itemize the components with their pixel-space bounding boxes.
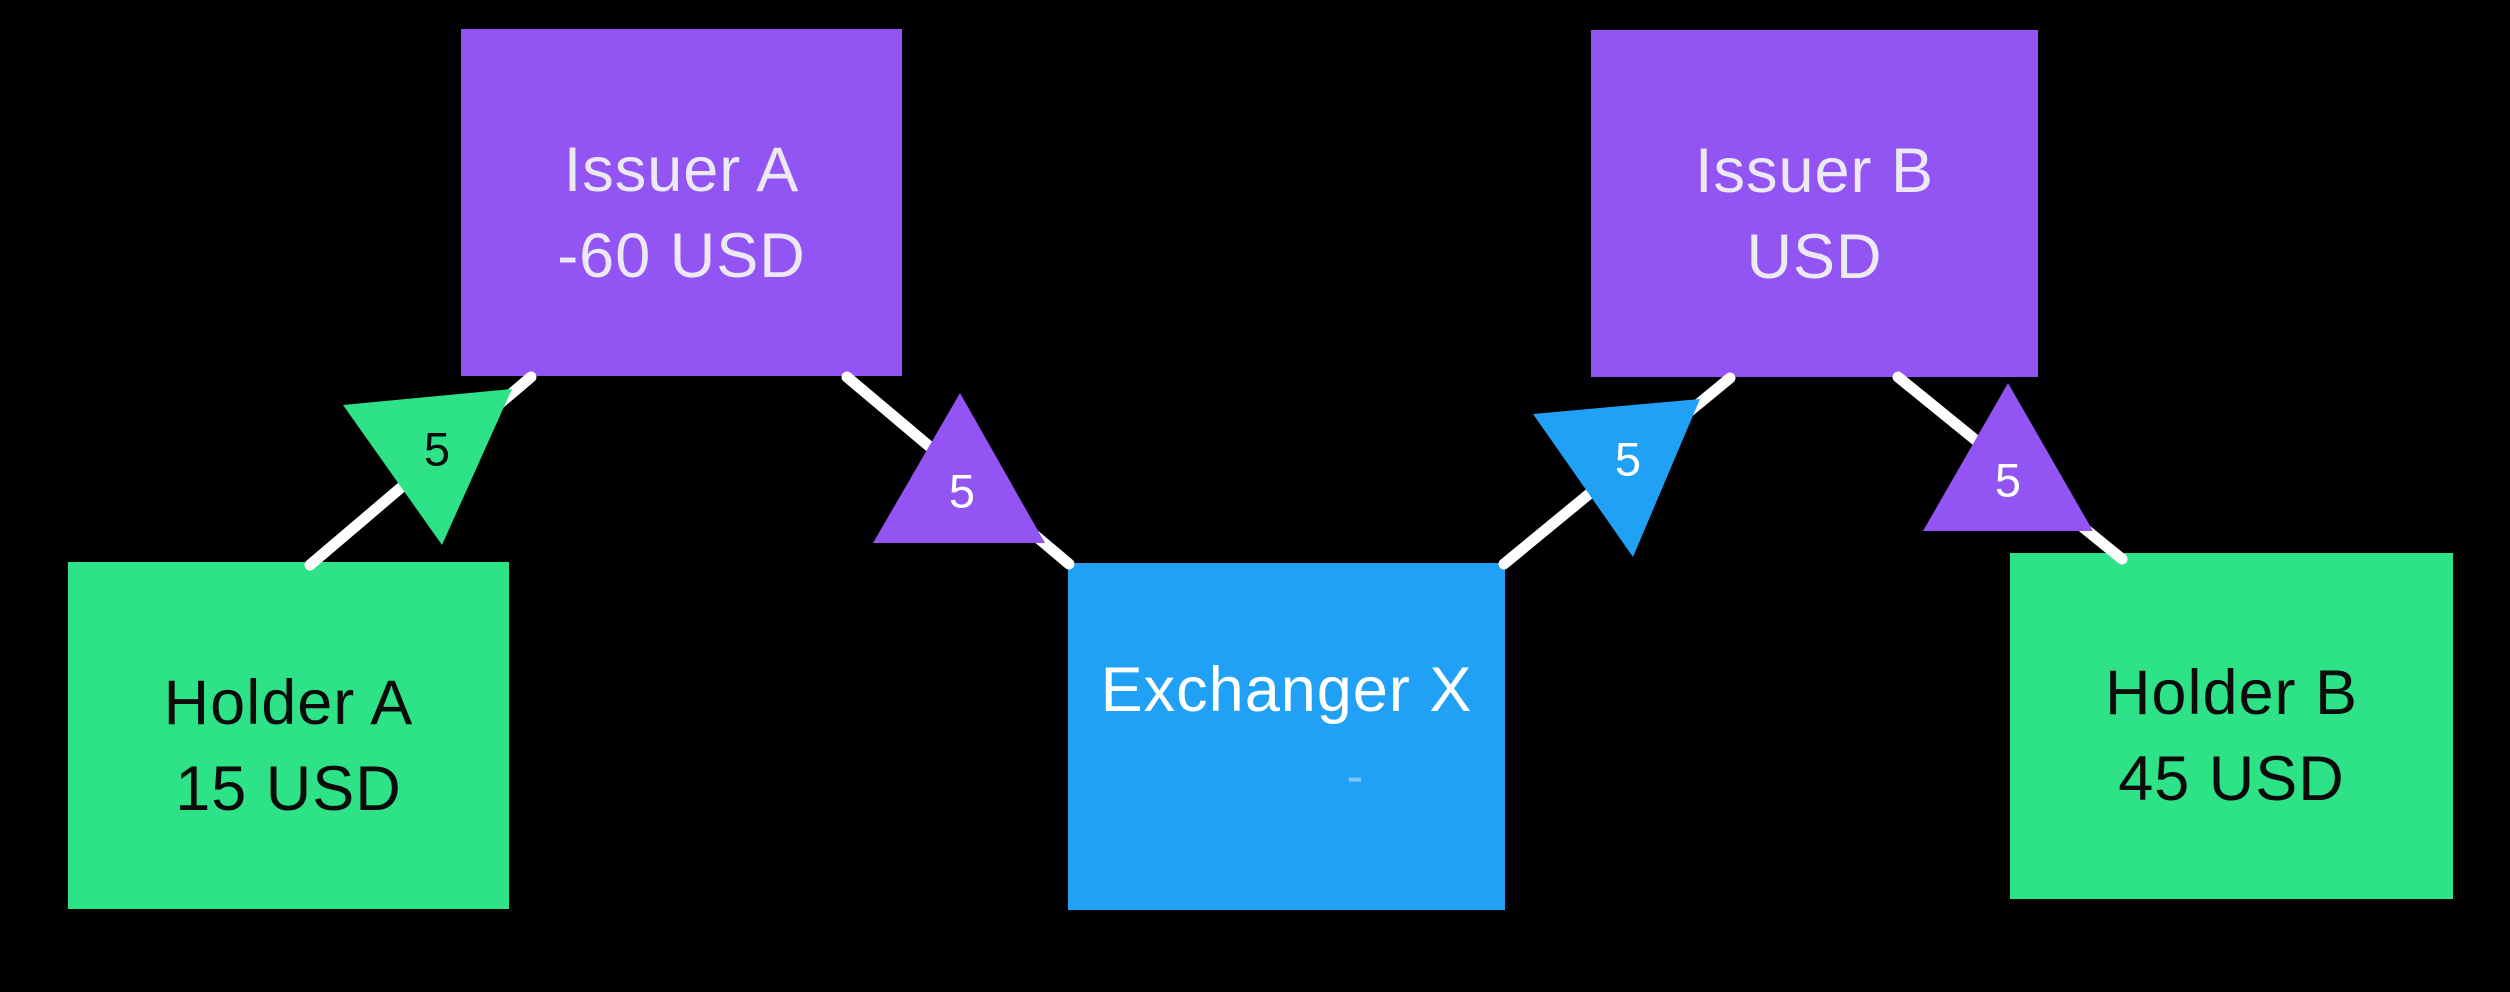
node-holder-a-balance: 15 USD — [175, 753, 402, 824]
edge-holder-a-issuer-a[interactable] — [304, 371, 537, 571]
edge-weight-issuer-a-exchanger-x: 5 — [949, 465, 975, 518]
node-holder-a-name: Holder A — [163, 667, 414, 738]
node-issuer-a-label: Issuer A -60 USD — [557, 127, 806, 299]
node-issuer-b-label: Issuer B USD — [1695, 128, 1934, 300]
node-issuer-a[interactable]: Issuer A -60 USD — [461, 29, 902, 376]
node-exchanger-x-name: Exchanger X — [1100, 654, 1473, 725]
node-holder-b-name: Holder B — [2104, 658, 2359, 728]
node-issuer-b-balance: USD — [1746, 221, 1883, 292]
arrowhead-holder-a-issuer-a[interactable] — [343, 389, 512, 545]
edge-exchanger-x-issuer-b[interactable] — [1498, 372, 1736, 570]
node-exchanger-x-label: Exchanger X - — [1101, 647, 1473, 819]
node-exchanger-x[interactable]: Exchanger X - — [1068, 563, 1505, 910]
node-exchanger-x-sub: - — [1346, 747, 1365, 804]
node-holder-b[interactable]: Holder B 45 USD — [2010, 553, 2453, 899]
arrowhead-issuer-a-exchanger-x[interactable] — [873, 393, 1045, 543]
edge-weight-issuer-b-holder-b: 5 — [1995, 454, 2021, 507]
edge-weight-holder-a-issuer-a: 5 — [424, 423, 450, 476]
node-issuer-a-balance: -60 USD — [557, 220, 806, 291]
edge-issuer-a-exchanger-x[interactable] — [841, 371, 1075, 570]
node-issuer-a-name: Issuer A — [563, 134, 800, 205]
node-holder-b-label: Holder B 45 USD — [2105, 650, 2358, 822]
node-holder-a-label: Holder A 15 USD — [164, 660, 414, 832]
edge-issuer-b-holder-b[interactable] — [1892, 371, 2128, 565]
edge-weight-exchanger-x-issuer-b: 5 — [1615, 433, 1641, 486]
node-issuer-b[interactable]: Issuer B USD — [1591, 30, 2038, 377]
node-issuer-b-name: Issuer B — [1694, 135, 1935, 206]
node-holder-a[interactable]: Holder A 15 USD — [68, 562, 509, 909]
arrowhead-issuer-b-holder-b[interactable] — [1923, 383, 2093, 531]
arrowhead-exchanger-x-issuer-b[interactable] — [1533, 399, 1700, 557]
node-holder-b-balance: 45 USD — [2118, 744, 2345, 814]
